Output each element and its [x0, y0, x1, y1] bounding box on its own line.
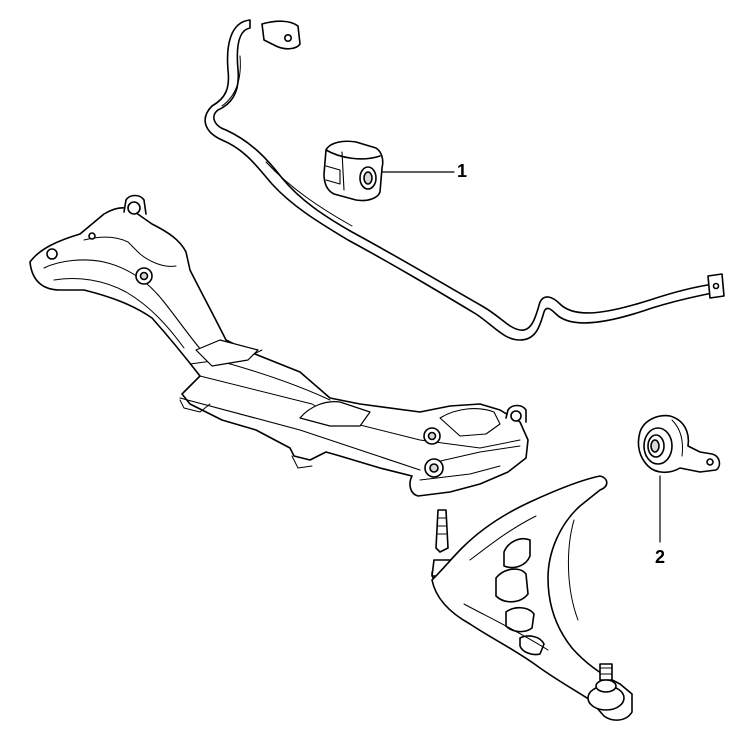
lower-control-arm [431, 475, 633, 721]
callout-label-1: 1 [457, 161, 468, 181]
stabilizer-bar [204, 19, 725, 341]
control-arm-bushing [637, 414, 721, 474]
callout-label-2: 2 [655, 547, 666, 567]
front-subframe [29, 194, 529, 497]
stabilizer-bushing [323, 140, 384, 202]
